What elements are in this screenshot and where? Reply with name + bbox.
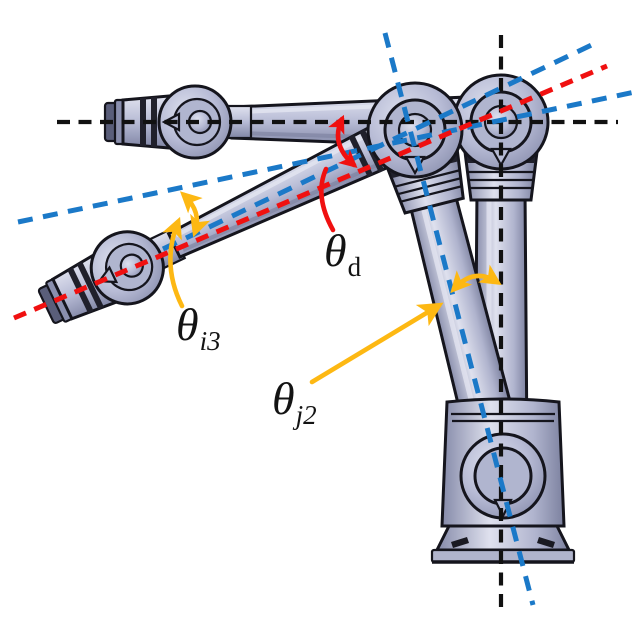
angle-annotations — [162, 114, 502, 385]
theta-i3-leader — [162, 216, 185, 309]
tilted-link-axis-blue — [382, 32, 536, 606]
theta-j2-arc — [450, 264, 502, 294]
actual-arm-axis-red — [13, 63, 608, 321]
theta-i3-arc — [179, 191, 211, 238]
theta-d-arc — [328, 114, 358, 169]
forearm-axis-blue — [161, 38, 602, 252]
theta-d-leader — [319, 166, 336, 233]
theta-j2-leader — [309, 302, 444, 385]
upper-reference-axis-blue — [17, 89, 636, 225]
robot-arm — [29, 73, 576, 564]
